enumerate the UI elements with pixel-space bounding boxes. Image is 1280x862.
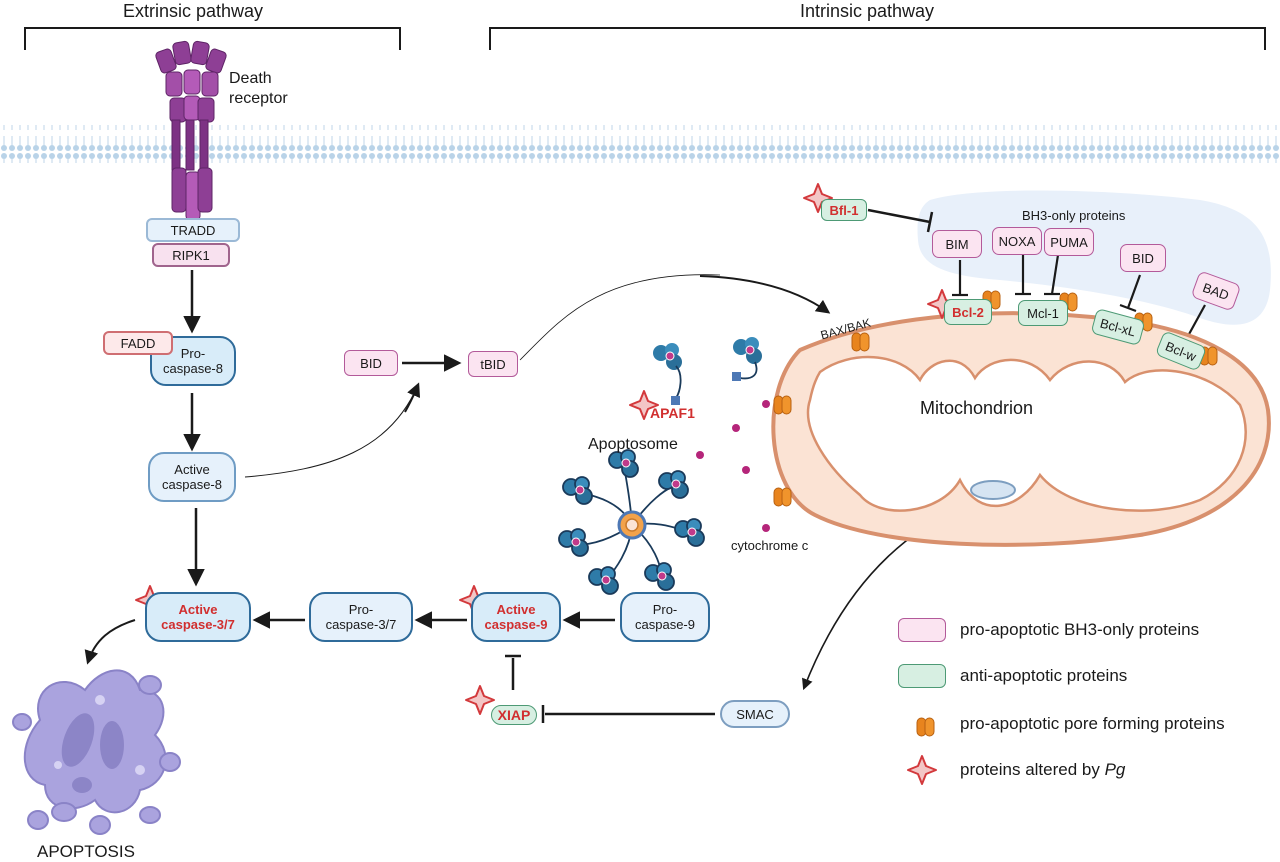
- smac-vesicle: [970, 480, 1016, 500]
- legend-altered-pg: Pg: [1104, 760, 1126, 779]
- tradd-box: TRADD: [146, 218, 240, 242]
- puma-box: PUMA: [1044, 228, 1094, 256]
- legend-anti-swatch: [898, 664, 946, 688]
- pore-2: [773, 487, 792, 507]
- fadd-box: FADD: [103, 331, 173, 355]
- intrinsic-pathway-title: Intrinsic pathway: [800, 1, 935, 21]
- active-caspase37-box: Active caspase-3/7: [145, 592, 251, 642]
- bh3-only-title: BH3-only proteins: [1022, 208, 1126, 223]
- arrow-active37-apoptosis: [84, 619, 136, 665]
- cytochrome-c-label: cytochrome c: [731, 538, 809, 553]
- extrinsic-pathway-title: Extrinsic pathway: [123, 1, 264, 21]
- apoptosome-icon: [558, 449, 705, 595]
- procaspase9-box: Pro- caspase-9: [620, 592, 710, 642]
- legend-pro-bh3-swatch: [898, 618, 946, 642]
- intrinsic-bracket: [489, 27, 1266, 50]
- legend-pro-bh3-text: pro-apoptotic BH3-only proteins: [960, 620, 1200, 639]
- apaf1-label: APAF1: [650, 405, 695, 421]
- smac-box: SMAC: [720, 700, 790, 728]
- apaf1-icon: [652, 336, 763, 405]
- cell-membrane: [0, 125, 1280, 163]
- arrow-tbid-mito: [699, 275, 831, 314]
- apoptosis-label: APOPTOSIS: [37, 842, 135, 861]
- procaspase8-box: Pro- caspase-8: [150, 336, 236, 386]
- arrow-caspase8-bid-line: [244, 384, 419, 478]
- legend-pore-icon: [916, 717, 935, 737]
- legend-pore-text: pro-apoptotic pore forming proteins: [960, 714, 1225, 733]
- cytochrome-c-dots: [696, 400, 770, 532]
- active-caspase8-box: Active caspase-8: [148, 452, 236, 502]
- inhibit-bfl1: [867, 208, 931, 224]
- altered-star-xiap: [465, 685, 495, 715]
- pore-1: [773, 395, 792, 415]
- mcl1-box: Mcl-1: [1018, 300, 1068, 326]
- noxa-box: NOXA: [992, 227, 1042, 255]
- ripk1-box: RIPK1: [152, 243, 230, 267]
- death-receptor-label: Death receptor: [229, 70, 288, 107]
- xiap-box: XIAP: [491, 705, 537, 725]
- procaspase37-box: Pro- caspase-3/7: [309, 592, 413, 642]
- extrinsic-bracket: [24, 27, 401, 50]
- bid-bh3-box: BID: [1120, 244, 1166, 272]
- legend-altered-prefix: proteins altered by: [960, 760, 1105, 779]
- apoptotic-cell-icon: [12, 669, 181, 835]
- legend-star-icon: [907, 755, 937, 785]
- mitochondrion-inner: [806, 355, 1247, 512]
- legend-anti-text: anti-apoptotic proteins: [960, 666, 1128, 685]
- mitochondrion-label: Mitochondrion: [920, 398, 1034, 418]
- bfl1-box: Bfl-1: [821, 199, 867, 221]
- death-receptor-icon: [155, 40, 227, 221]
- bid-box: BID: [344, 350, 398, 376]
- apoptosome-label: Apoptosome: [588, 436, 678, 453]
- pore-bax-bak: [851, 332, 870, 352]
- tbid-box: tBID: [468, 351, 518, 377]
- legend-altered-text: proteins altered by Pg: [960, 760, 1125, 780]
- arrow-tbid-mito-thin: [519, 274, 721, 361]
- bim-box: BIM: [932, 230, 982, 258]
- bcl2-box: Bcl-2: [944, 299, 992, 325]
- active-caspase9-box: Active caspase-9: [471, 592, 561, 642]
- bh3-cloud: [917, 190, 1271, 325]
